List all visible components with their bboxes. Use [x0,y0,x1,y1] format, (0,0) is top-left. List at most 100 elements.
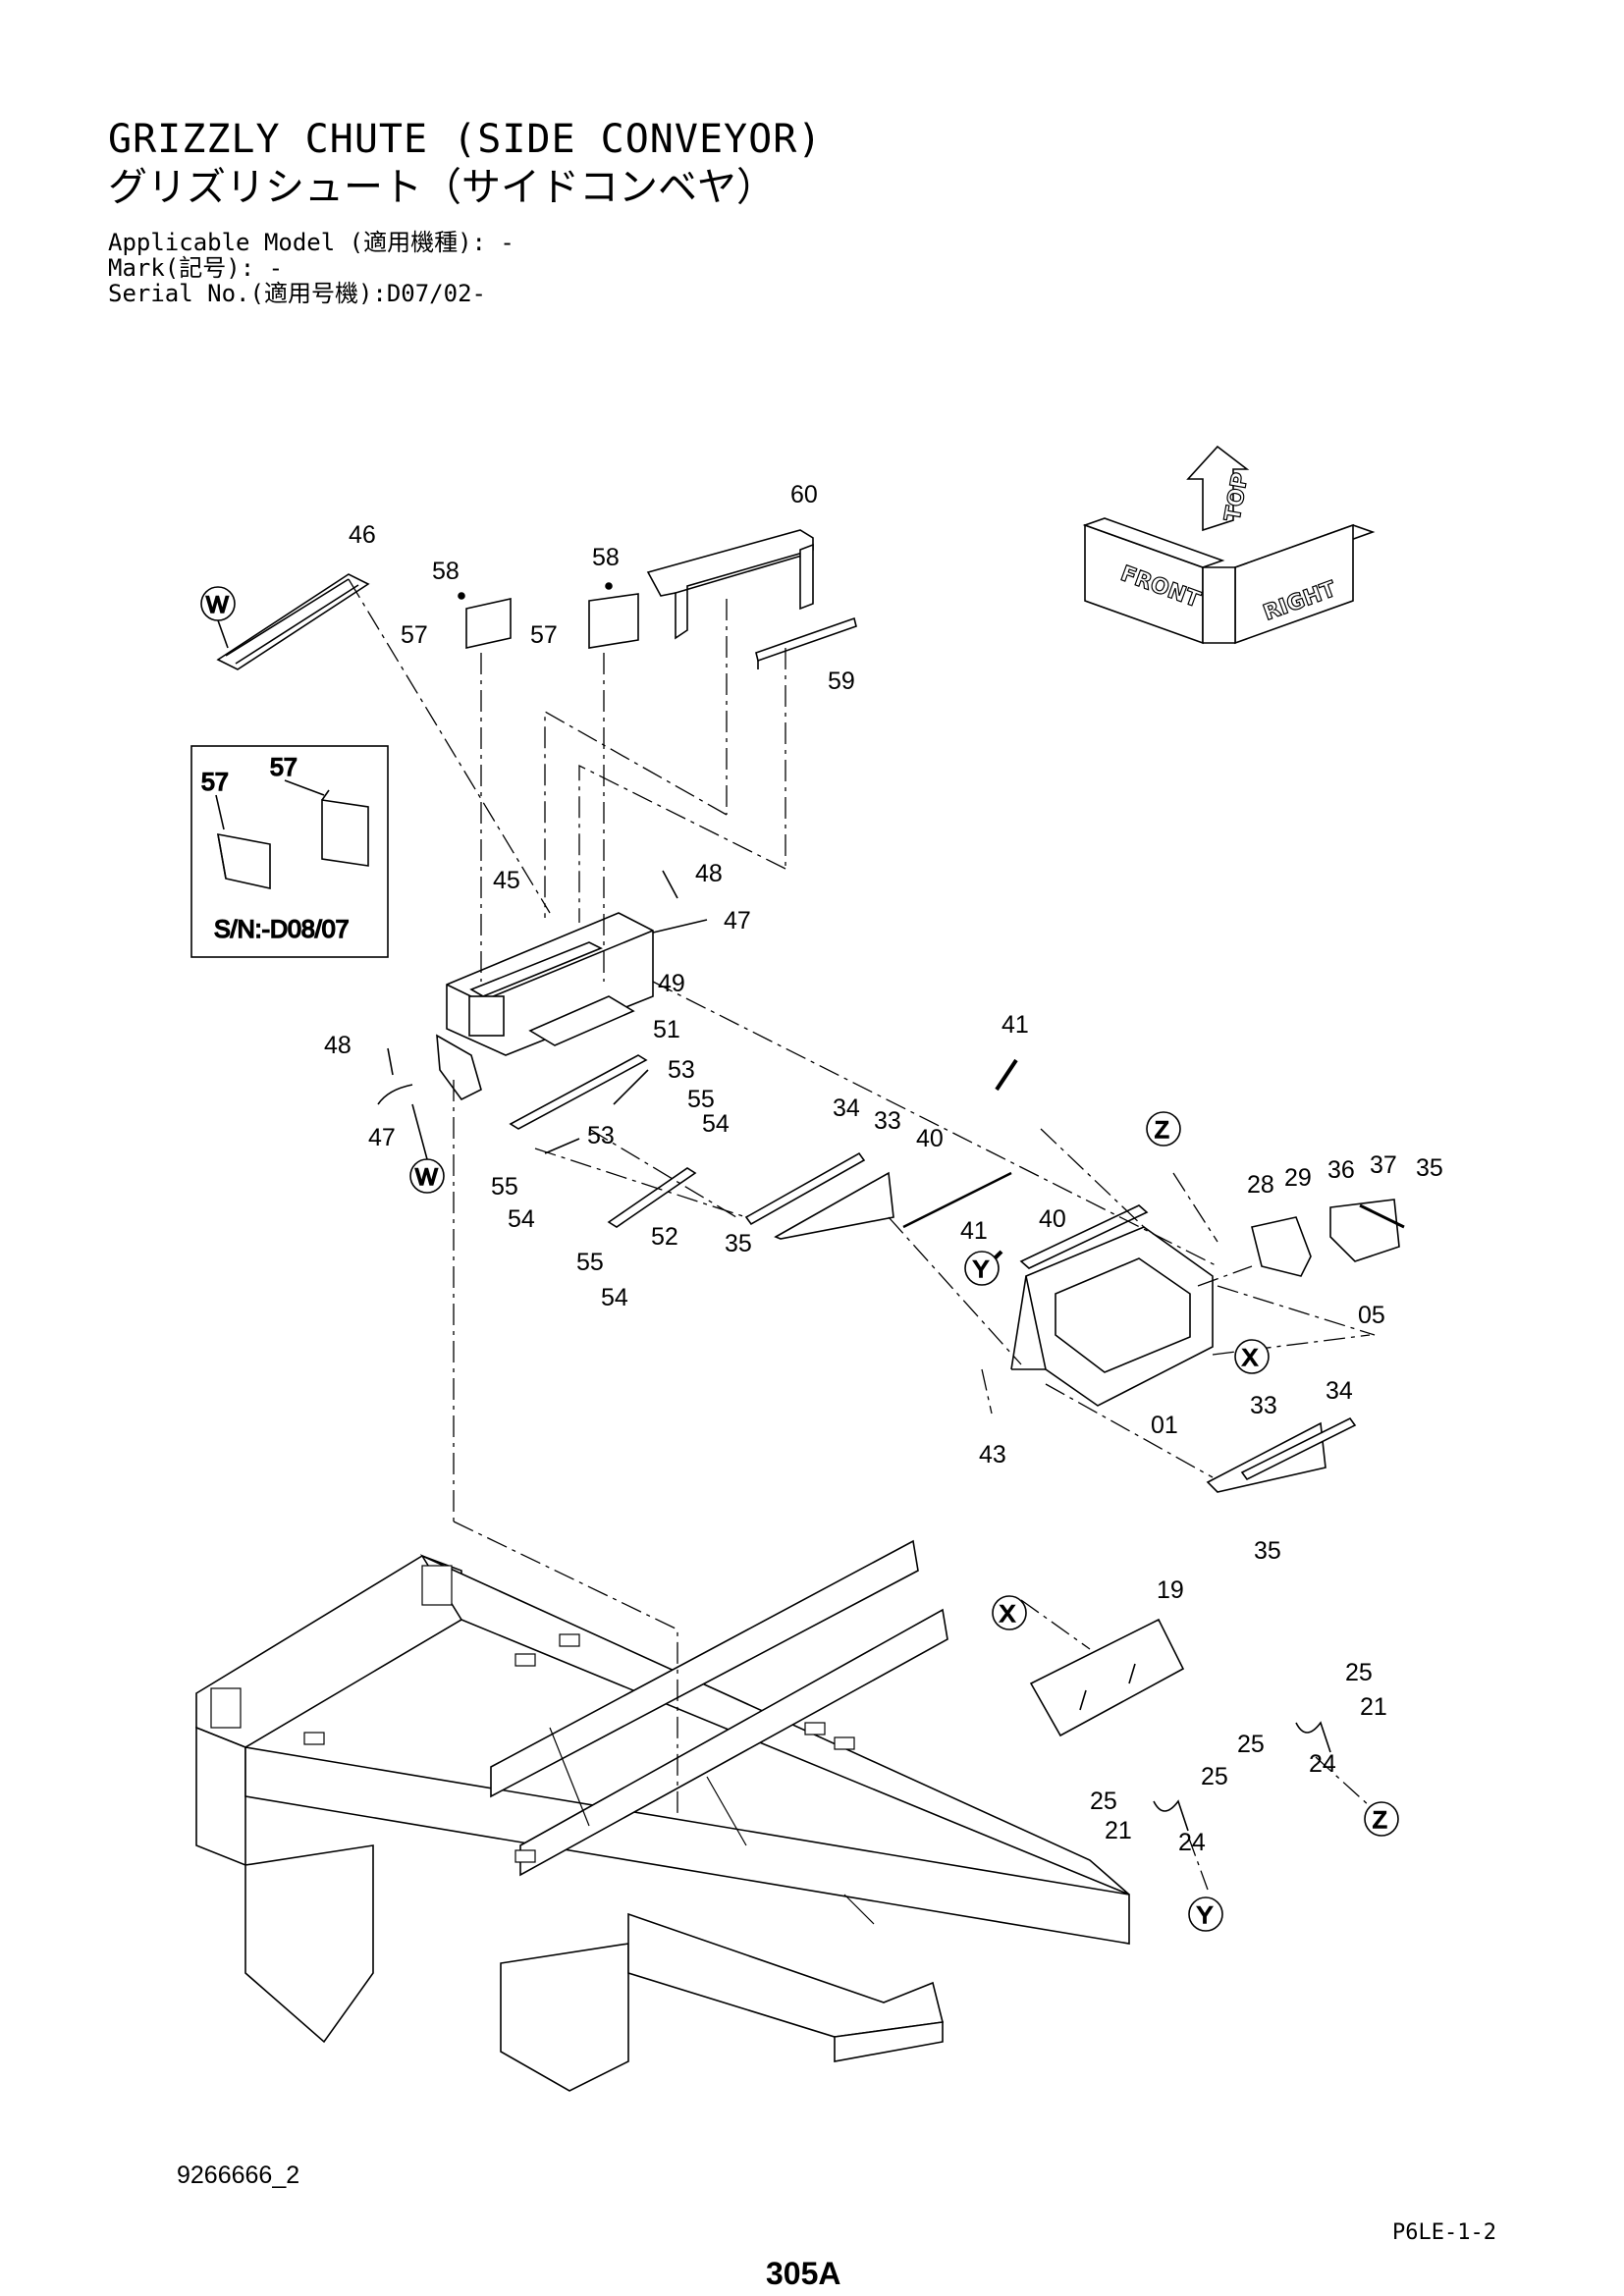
callout-54: 54 [702,1110,730,1138]
callout-21: 21 [1360,1693,1387,1721]
title-japanese: グリズリシュート（サイドコンベヤ） [108,165,776,210]
callout-47: 47 [724,907,751,934]
callout-33: 33 [1250,1392,1277,1419]
callout-46: 46 [349,521,376,549]
part-47-rod-right [652,919,708,934]
callout-24: 24 [1309,1750,1336,1778]
part-53-strip-a [613,1069,649,1105]
callout-41: 41 [1001,1011,1029,1039]
callout-35: 35 [1416,1154,1443,1182]
detail-ref-w-top: W [200,586,236,649]
assembly-lines [348,578,1376,1891]
callout-19: 19 [1157,1576,1184,1604]
part-33-34-lower [1206,1416,1357,1493]
part-45-chute-body [436,912,654,1101]
callout-57: 57 [530,621,558,649]
detail-ref-z-bottom: Z [1364,1801,1399,1837]
inset-box [190,745,389,958]
svg-text:W: W [415,1164,438,1191]
callout-58: 58 [592,544,620,571]
part-47-rod-left [377,1084,413,1105]
svg-text:Y: Y [973,1256,989,1283]
callout-05: 05 [1358,1302,1385,1329]
inset-serial-note: S/N:-D08/07 [214,916,350,943]
part-01-chute-frame [1010,1204,1214,1407]
callout-33: 33 [874,1107,901,1135]
inset-plates [217,789,369,889]
callout-55: 55 [491,1173,518,1201]
part-51-strip [509,1054,648,1130]
svg-text:Z: Z [1373,1807,1387,1834]
callout-58: 58 [432,558,460,585]
header: GRIZZLY CHUTE (SIDE CONVEYOR) グリズリシュート（サ… [108,116,822,306]
svg-text:X: X [1242,1345,1258,1371]
callout-25: 25 [1090,1788,1117,1815]
callout-34: 34 [1326,1377,1353,1405]
callout-59: 59 [828,667,855,695]
callout-45: 45 [493,867,520,894]
callout-35: 35 [725,1230,752,1257]
svg-text:Y: Y [1197,1902,1213,1929]
part-24-clip-upper [1295,1721,1331,1753]
part-40-bar-upper [902,1171,1012,1229]
applicable-model: Applicable Model (適用機種): - [108,229,514,256]
svg-text:Z: Z [1155,1117,1169,1144]
detail-ref-x-top: X [1234,1339,1270,1374]
callout-37: 37 [1370,1151,1397,1179]
callout-25: 25 [1345,1659,1373,1686]
callout-55: 55 [576,1249,604,1276]
part-46-plate [216,573,370,670]
callout-34: 34 [833,1095,860,1122]
callout-57: 57 [401,621,428,649]
detail-ref-w-bottom: W [409,1103,445,1194]
part-60-bracket [646,529,814,640]
reference-code: P6LE-1-2 [1392,2220,1496,2245]
detail-ref-y-bottom: Y [1188,1896,1223,1932]
callout-54: 54 [508,1205,535,1233]
serial-number: Serial No.(適用号機):D07/02- [108,280,486,307]
part-33-34-upper [744,1151,894,1240]
svg-text:W: W [206,592,229,618]
inset-label-57b: 57 [270,754,298,781]
part-28-plate [1251,1216,1312,1277]
page-number: 305A [766,2256,841,2291]
callout-48: 48 [324,1032,352,1059]
base-frame-details [210,1565,875,1925]
callout-24: 24 [1178,1829,1206,1856]
callout-53: 53 [668,1056,695,1084]
applicability-info: Applicable Model (適用機種): - Mark(記号): - S… [108,230,822,306]
callout-60: 60 [790,481,818,508]
callout-51: 51 [653,1016,680,1043]
base-frame-chassis [195,1539,1130,2092]
orientation-compass: TOP FRONT RIGHT [1082,445,1376,645]
detail-ref-x-bottom: X [992,1595,1027,1630]
detail-ref-y-top: Y [964,1251,1000,1286]
part-41-rod-upper [995,1058,1018,1092]
part-57-plate-right [588,582,639,649]
part-37-bar [1359,1203,1405,1229]
part-53-strip-b [544,1138,580,1154]
callout-54: 54 [601,1284,628,1311]
callout-01: 01 [1151,1412,1178,1439]
callout-53: 53 [587,1122,615,1149]
callout-43: 43 [979,1441,1006,1468]
callout-41: 41 [960,1217,988,1245]
callout-21: 21 [1105,1817,1132,1844]
part-19-plate [1029,1618,1185,1737]
callout-48: 48 [695,860,723,887]
drawing-number: 9266666_2 [177,2162,300,2189]
callout-40: 40 [916,1125,944,1152]
callout-49: 49 [658,970,685,997]
callout-29: 29 [1284,1164,1312,1192]
part-59-strip [755,616,857,669]
callout-labels: 46 58 57 58 57 60 59 45 48 47 49 48 47 5… [324,481,1443,1856]
inset-label-57a: 57 [201,769,229,796]
callout-36: 36 [1327,1156,1355,1184]
svg-text:X: X [1000,1601,1015,1628]
part-57-plate-left [458,592,512,649]
callout-47: 47 [368,1124,396,1151]
part-24-clip-lower [1153,1799,1189,1832]
mark: Mark(記号): - [108,254,284,282]
